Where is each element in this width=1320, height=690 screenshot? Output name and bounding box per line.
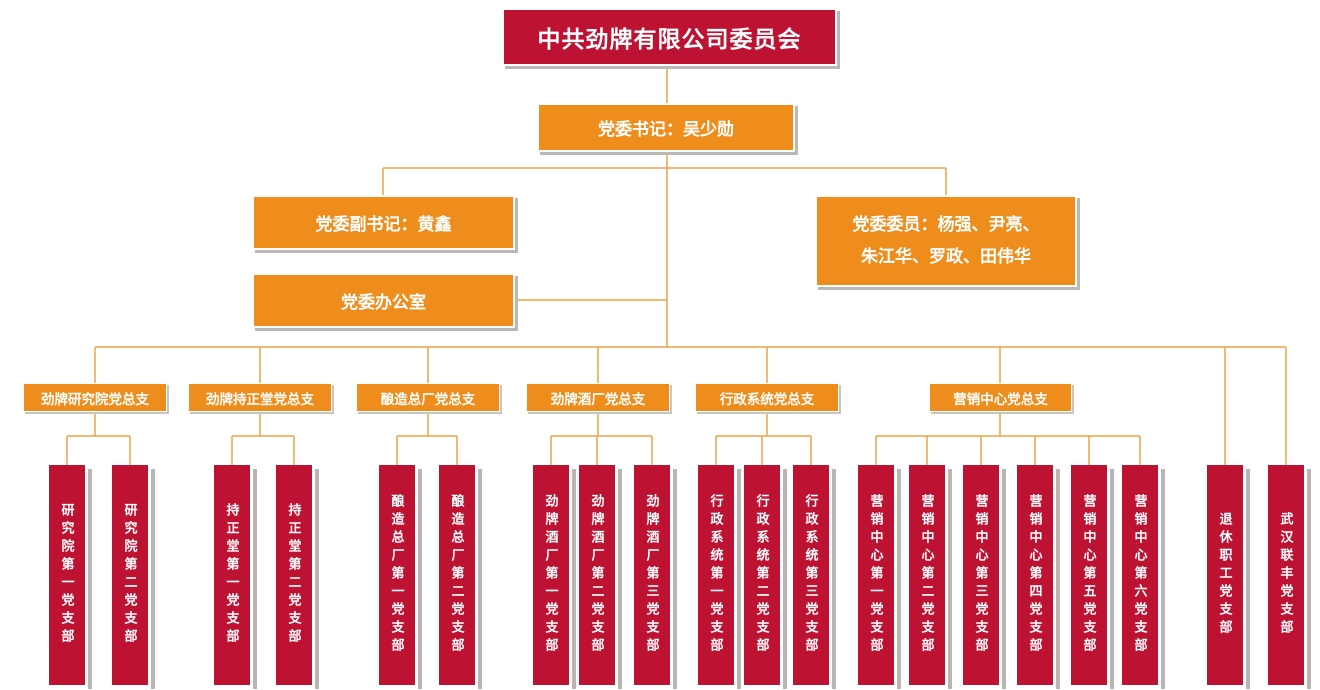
- party-branch-bar: 武汉联丰党支部: [1268, 465, 1311, 689]
- party-branch-bar: 退休职工党支部: [1207, 465, 1250, 689]
- general-branch-box: 营销中心党总支: [929, 383, 1072, 412]
- party-branch-bar: 行政系统第三党支部: [793, 465, 836, 689]
- party-branch-bar: 营销中心第一党支部: [858, 465, 901, 689]
- committee-members-line2: 朱江华、罗政、田伟华: [861, 247, 1031, 266]
- party-branch-bar: 研究院第一党支部: [49, 465, 92, 689]
- party-branch-bar: 劲牌酒厂第二党支部: [579, 465, 622, 689]
- party-branch-bar: 行政系统第一党支部: [698, 465, 741, 689]
- root-committee-box: 中共劲牌有限公司委员会: [502, 8, 837, 66]
- party-branch-bar: 行政系统第二党支部: [744, 465, 787, 689]
- party-branch-bar: 劲牌酒厂第三党支部: [634, 465, 677, 689]
- general-branch-box: 酿造总厂党总支: [356, 383, 500, 412]
- party-branch-bar: 营销中心第三党支部: [963, 465, 1006, 689]
- party-branch-bar: 酿造总厂第二党支部: [439, 465, 482, 689]
- party-office-box: 党委办公室: [252, 273, 515, 328]
- party-branch-bar: 营销中心第六党支部: [1122, 465, 1165, 689]
- general-branch-box: 劲牌酒厂党总支: [526, 383, 670, 412]
- party-branch-bar: 酿造总厂第一党支部: [379, 465, 422, 689]
- party-branch-bar: 研究院第二党支部: [112, 465, 155, 689]
- party-branch-bar: 劲牌酒厂第一党支部: [533, 465, 576, 689]
- general-branch-box: 劲牌持正堂党总支: [188, 383, 332, 412]
- party-branch-bar: 营销中心第四党支部: [1017, 465, 1060, 689]
- party-branch-bar: 营销中心第二党支部: [909, 465, 952, 689]
- party-branch-bar: 持正堂第二党支部: [276, 465, 319, 689]
- committee-members-line1: 党委委员：杨强、尹亮、: [852, 214, 1040, 234]
- committee-members-box: 党委委员：杨强、尹亮、 朱江华、罗政、田伟华: [815, 195, 1077, 287]
- party-branch-bar: 营销中心第五党支部: [1071, 465, 1114, 689]
- general-branch-box: 行政系统党总支: [695, 383, 839, 412]
- deputy-secretary-box: 党委副书记：黄鑫: [252, 195, 515, 250]
- party-secretary-box: 党委书记：吴少勋: [537, 103, 795, 152]
- general-branch-box: 劲牌研究院党总支: [23, 383, 167, 412]
- party-branch-bar: 持正堂第一党支部: [214, 465, 257, 689]
